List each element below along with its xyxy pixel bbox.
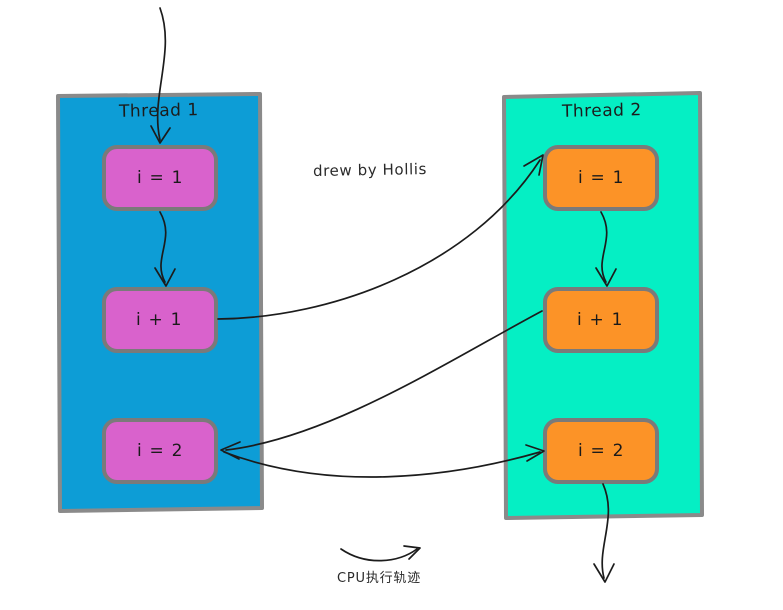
t1-step-3-label: i = 2 [137,441,184,461]
t2-step-1-label: i = 1 [578,168,625,188]
t2-step-1-box[interactable] [543,145,659,211]
t1-flow-1-arrow [154,211,176,287]
exit-arrow [593,483,615,583]
t2-step-3-box[interactable] [543,418,659,484]
thread-1-title: Thread 1 [118,100,199,122]
credit-note: drew by Hollis [312,160,428,180]
caption-arrow [340,545,421,562]
t1-step-3-box[interactable] [102,418,218,484]
cross-arrow-2 [220,310,543,460]
t2-step-2-label: i + 1 [577,310,624,330]
cpu-trace-caption: CPU执行轨迹 [337,571,422,586]
t1-step-2-label: i + 1 [136,310,183,330]
t2-flow-1-arrow [595,211,617,287]
cross-arrow-3 [223,444,545,478]
t2-step-3-label: i = 2 [578,441,625,461]
thread-2-title: Thread 2 [561,100,642,122]
entry-arrow [150,7,171,144]
t1-step-1-label: i = 1 [137,168,184,188]
cross-arrow-1 [217,154,544,320]
t1-step-1-box[interactable] [102,145,218,211]
t1-step-2-box[interactable] [102,287,218,353]
t2-step-2-box[interactable] [543,287,659,353]
